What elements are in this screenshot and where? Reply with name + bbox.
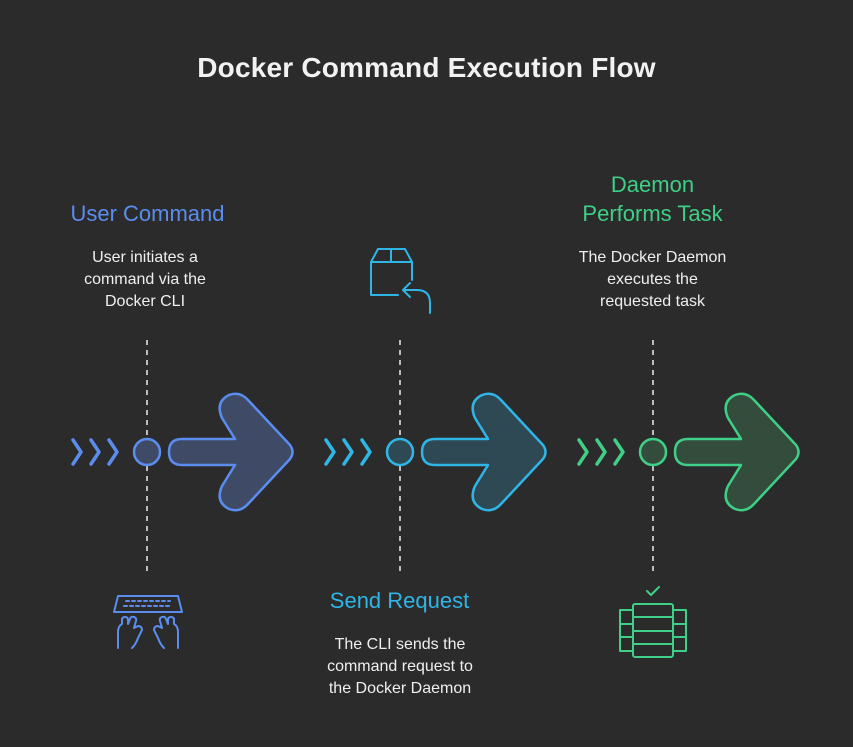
step3-description: The Docker Daemon executes the requested… <box>545 247 760 313</box>
step1-node <box>132 437 162 467</box>
step2-description-line: command request to <box>327 658 473 675</box>
step3-arrow <box>673 392 800 512</box>
step2-flow <box>324 340 547 572</box>
step1-arrow <box>167 392 294 512</box>
step3-heading-line: Performs Task <box>582 201 723 226</box>
step1-description-line: command via the <box>84 271 206 288</box>
server-check-icon <box>619 586 687 658</box>
package-return-icon <box>370 248 431 314</box>
step3-heading: Daemon Performs Task <box>540 170 765 228</box>
step2-chevrons <box>324 438 372 466</box>
step1-flow <box>71 340 294 572</box>
step2-heading: Send Request <box>329 588 470 613</box>
step2-description-line: the Docker Daemon <box>328 680 472 697</box>
step3-description-line: executes the <box>607 271 698 288</box>
step1-chevrons <box>71 438 119 466</box>
step1-description: User initiates a command via the Docker … <box>40 247 250 313</box>
step3-node <box>638 437 668 467</box>
step2-description-line: The CLI sends the <box>334 636 466 653</box>
step2-node <box>385 437 415 467</box>
step3-description-line: The Docker Daemon <box>578 249 727 266</box>
step1-description-line: Docker CLI <box>104 293 186 310</box>
step1-description-line: User initiates a <box>92 249 198 266</box>
step2-arrow <box>420 392 547 512</box>
keyboard-typing-icon <box>113 595 183 649</box>
step3-description-line: requested task <box>600 293 705 310</box>
step3-flow <box>577 340 800 572</box>
step3-chevrons <box>577 438 625 466</box>
step2-description: The CLI sends the command request to the… <box>290 634 510 700</box>
step3-heading-line: Daemon <box>610 172 695 197</box>
step1-heading: User Command <box>70 201 225 226</box>
page-title: Docker Command Execution Flow <box>197 52 656 83</box>
